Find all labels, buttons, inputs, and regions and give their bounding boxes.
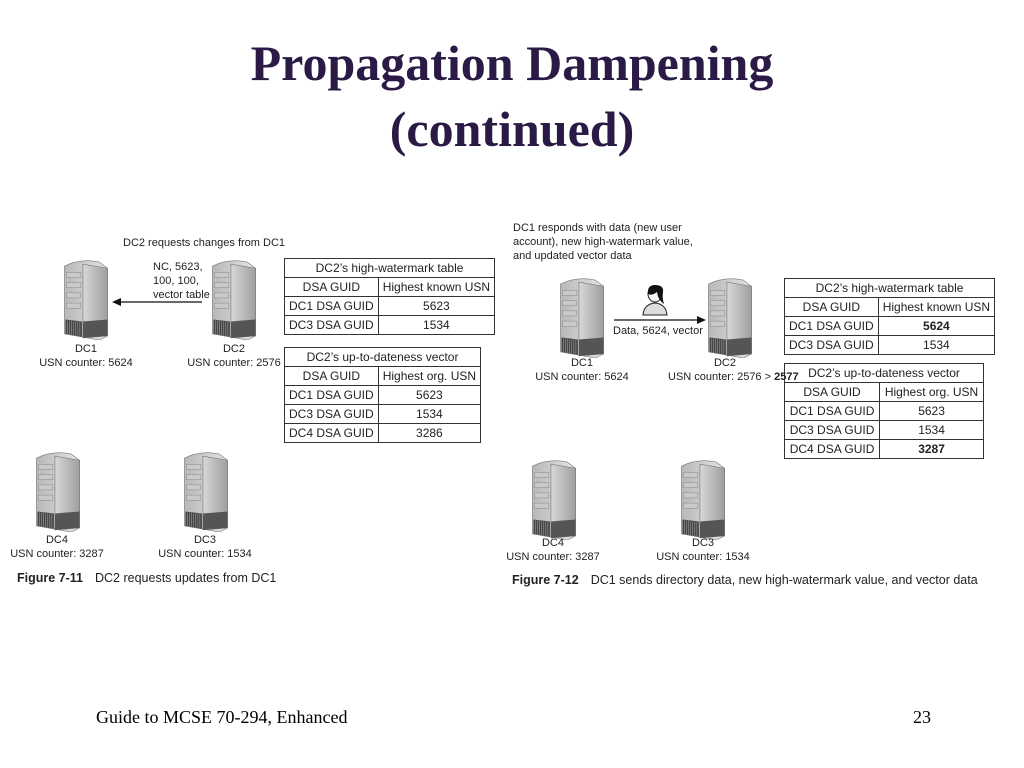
fig12-dc3-name: DC3 bbox=[691, 537, 715, 549]
title-line-2: (continued) bbox=[389, 101, 635, 157]
fig12-dc1-server-icon bbox=[556, 276, 608, 358]
table-cell: DC1 DSA GUID bbox=[284, 385, 379, 405]
fig12-dc4-name: DC4 bbox=[541, 537, 565, 549]
table-cell: DC3 DSA GUID bbox=[784, 335, 879, 355]
fig12-dc4-usn: USN counter: 3287 bbox=[506, 551, 600, 563]
table-cell: DC4 DSA GUID bbox=[284, 423, 379, 443]
table-cell: DC3 DSA GUID bbox=[284, 404, 379, 424]
table-cell: DC3 DSA GUID bbox=[783, 420, 881, 440]
fig12-dc4-server-icon bbox=[528, 458, 580, 540]
table-cell: 1534 bbox=[377, 404, 482, 424]
table-title: DC2’s high-watermark table bbox=[283, 258, 496, 278]
fig11-dc3-server-icon bbox=[180, 450, 232, 532]
table-cell: DC3 DSA GUID bbox=[284, 315, 379, 335]
fig12-dc1-name: DC1 bbox=[570, 357, 594, 369]
fig11-caption-text: DC2 requests updates from DC1 bbox=[95, 571, 277, 585]
table-header: Highest known USN bbox=[377, 277, 496, 297]
fig11-dc3-name: DC3 bbox=[193, 534, 217, 546]
fig11-dc1-server-icon bbox=[60, 258, 112, 340]
fig11-request-line-2: 100, 100, bbox=[153, 275, 199, 287]
fig12-dc1-usn: USN counter: 5624 bbox=[535, 371, 629, 383]
fig11-request-line-3: vector table bbox=[153, 289, 210, 301]
table-cell: 1534 bbox=[377, 315, 496, 335]
fig11-caption: Figure 7-11 DC2 requests updates from DC1 bbox=[17, 571, 276, 585]
fig11-dc4-name: DC4 bbox=[45, 534, 69, 546]
table-title: DC2’s high-watermark table bbox=[783, 278, 996, 298]
table-header: DSA GUID bbox=[784, 297, 879, 317]
table-header: DSA GUID bbox=[783, 382, 881, 402]
table-cell: 1534 bbox=[877, 335, 996, 355]
fig12-top-line-2: account), new high-watermark value, bbox=[513, 236, 693, 248]
footer-course-title: Guide to MCSE 70-294, Enhanced bbox=[96, 707, 348, 727]
fig11-request-arrow bbox=[112, 298, 202, 306]
fig12-dc2-name: DC2 bbox=[713, 357, 737, 369]
table-cell: DC4 DSA GUID bbox=[783, 439, 881, 459]
fig12-dc3-usn: USN counter: 1534 bbox=[656, 551, 750, 563]
table-cell: 5624 bbox=[877, 316, 996, 336]
table-cell: 3286 bbox=[377, 423, 482, 443]
fig11-top-label: DC2 requests changes from DC1 bbox=[123, 237, 286, 249]
fig12-caption-text: DC1 sends directory data, new high-water… bbox=[590, 573, 978, 587]
fig11-dc2-server-icon bbox=[208, 258, 260, 340]
fig12-response-arrow bbox=[614, 316, 706, 324]
footer-page-number: 23 bbox=[913, 707, 931, 727]
table-title: DC2’s up-to-dateness vector bbox=[283, 347, 482, 367]
title-line-1: Propagation Dampening bbox=[250, 35, 774, 91]
fig11-dc3-usn: USN counter: 1534 bbox=[158, 548, 252, 560]
fig12-top-line-1: DC1 responds with data (new user bbox=[513, 222, 682, 234]
fig11-request-line-1: NC, 5623, bbox=[153, 261, 203, 273]
fig12-arrow-label: Data, 5624, vector bbox=[613, 325, 703, 337]
table-cell: DC1 DSA GUID bbox=[783, 401, 881, 421]
fig12-dc2-usn-old: USN counter: 2576 > bbox=[668, 371, 772, 383]
fig12-dc2-usn: USN counter: 2576 > 2577 bbox=[668, 371, 799, 384]
table-header: DSA GUID bbox=[284, 366, 379, 386]
table-cell: DC1 DSA GUID bbox=[784, 316, 879, 336]
table-cell: 5623 bbox=[377, 296, 496, 316]
table-cell: 3287 bbox=[879, 439, 984, 459]
fig11-caption-number: Figure 7-11 bbox=[17, 571, 83, 585]
table-title: DC2’s up-to-dateness vector bbox=[784, 363, 984, 383]
fig11-dc2-name: DC2 bbox=[222, 343, 246, 355]
fig12-dc3-server-icon bbox=[677, 458, 729, 540]
table-cell: DC1 DSA GUID bbox=[284, 296, 379, 316]
fig11-dc1-name: DC1 bbox=[74, 343, 98, 355]
fig12-caption-number: Figure 7-12 bbox=[512, 573, 579, 587]
fig12-top-line-3: and updated vector data bbox=[513, 250, 632, 262]
table-cell: 5623 bbox=[879, 401, 984, 421]
fig12-dc2-server-icon bbox=[704, 276, 756, 358]
table-cell: 5623 bbox=[377, 385, 482, 405]
table-header: Highest org. USN bbox=[879, 382, 984, 402]
fig12-caption: Figure 7-12 DC1 sends directory data, new… bbox=[512, 573, 978, 587]
table-header: Highest known USN bbox=[877, 297, 996, 317]
table-header: Highest org. USN bbox=[377, 366, 482, 386]
fig11-dc1-usn: USN counter: 5624 bbox=[39, 357, 133, 369]
fig11-dc2-usn: USN counter: 2576 bbox=[187, 357, 281, 369]
table-header: DSA GUID bbox=[284, 277, 379, 297]
page-title: Propagation Dampening (continued) bbox=[0, 30, 1024, 162]
user-person-icon bbox=[642, 285, 668, 316]
fig11-dc4-usn: USN counter: 3287 bbox=[10, 548, 104, 560]
table-cell: 1534 bbox=[879, 420, 984, 440]
fig11-dc4-server-icon bbox=[32, 450, 84, 532]
